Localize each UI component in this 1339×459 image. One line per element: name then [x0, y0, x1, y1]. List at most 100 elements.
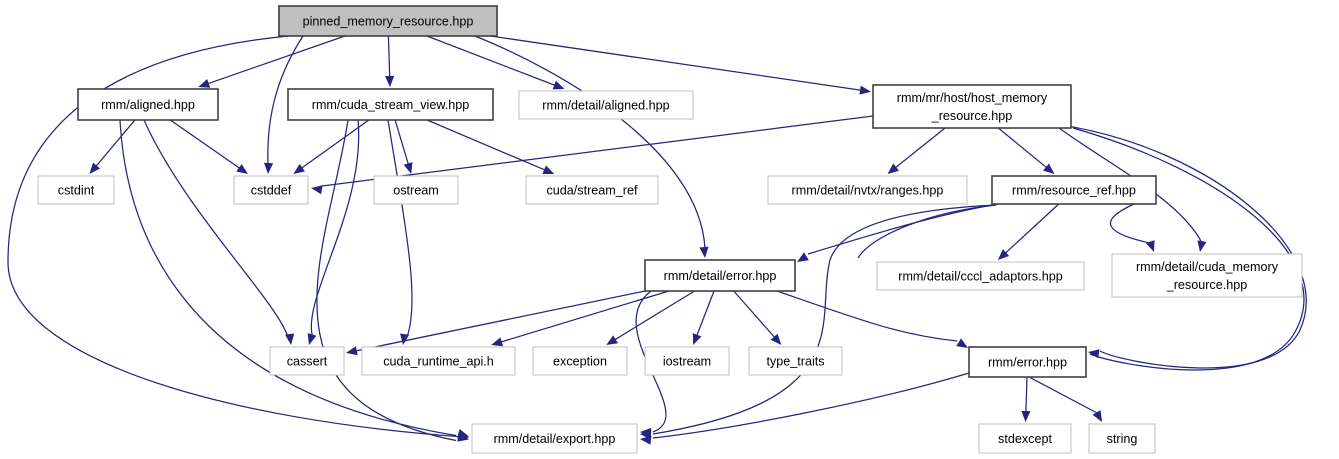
node-box-csv[interactable] [287, 88, 494, 121]
node-derror[interactable]: rmm/detail/error.hpp [644, 259, 796, 292]
edge-hostmr-to-nvtx [894, 127, 946, 169]
node-cudamr[interactable]: rmm/detail/cuda_memory_resource.hpp [1111, 253, 1303, 298]
node-box-exception[interactable] [532, 346, 628, 376]
edge-csv-to-export [316, 119, 457, 442]
node-streamref[interactable]: cuda/stream_ref [525, 175, 659, 205]
node-label-typetraits: type_traits [766, 354, 824, 368]
node-box-typetraits[interactable] [748, 346, 843, 376]
node-ostream[interactable]: ostream [373, 175, 459, 205]
edge-hostmr-to-cstddef [321, 115, 874, 187]
node-label-stdexcept: stdexcept [998, 432, 1052, 446]
arrowhead-pinned-to-aligned [198, 79, 211, 88]
node-box-detailaligned[interactable] [518, 90, 694, 120]
edge-decorative-0 [857, 204, 997, 259]
node-box-cassert[interactable] [269, 346, 345, 376]
arrowhead-hostmr-to-nvtx [887, 163, 899, 174]
node-iostream[interactable]: iostream [644, 346, 730, 376]
node-label-pinned: pinned_memory_resource.hpp [303, 14, 474, 28]
arrowhead-csv-to-cstddef [293, 163, 305, 174]
arrowhead-resref-to-derror [797, 252, 809, 262]
arrowhead-derror-to-rmmerror [956, 338, 968, 348]
node-box-string[interactable] [1088, 423, 1156, 454]
node-label-rmmerror: rmm/error.hpp [988, 355, 1067, 369]
node-pinned[interactable]: pinned_memory_resource.hpp [278, 5, 498, 37]
node-box-nvtx[interactable] [767, 175, 968, 205]
node-box-stdexcept[interactable] [978, 423, 1072, 454]
node-label-resref: rmm/resource_ref.hpp [1012, 183, 1136, 197]
edge-pinned-to-detailaligned [426, 35, 557, 87]
arrowhead-resref-to-cudamr [1145, 240, 1155, 252]
arrowhead-derror-to-exception [606, 335, 618, 345]
node-label-cccl: rmm/detail/cccl_adaptors.hpp [898, 269, 1063, 283]
arrowhead-hostmr-to-resref [1043, 163, 1055, 174]
node-exception[interactable]: exception [532, 346, 628, 376]
node-label-cstdint: cstdint [58, 183, 95, 197]
edge-derror-to-rmmerror [776, 290, 958, 342]
edge-csv-to-ostream [394, 119, 410, 166]
edge-csv-to-cassert [310, 119, 360, 339]
node-label-derror: rmm/detail/error.hpp [664, 269, 777, 283]
node-detailaligned[interactable]: rmm/detail/aligned.hpp [518, 90, 694, 120]
arrowhead-derror-to-export [640, 427, 652, 438]
node-resref[interactable]: rmm/resource_ref.hpp [991, 175, 1157, 205]
edge-rmmerror-to-string [1028, 376, 1100, 415]
node-box-streamref[interactable] [525, 175, 659, 205]
arrowhead-rmmerror-to-stdexcept [1021, 410, 1031, 422]
arrowhead-derror-to-cudart [491, 337, 504, 347]
node-label-iostream: iostream [663, 354, 711, 368]
node-box-cudamr[interactable] [1111, 253, 1303, 298]
arrowhead-csv-to-cassert [307, 333, 317, 345]
edge-pinned-to-aligned [206, 35, 346, 85]
node-label-nvtx: rmm/detail/nvtx/ranges.hpp [792, 183, 944, 197]
node-rmmerror[interactable]: rmm/error.hpp [968, 346, 1087, 378]
node-box-pinned[interactable] [278, 5, 498, 37]
edge-pinned-to-export [7, 35, 459, 438]
edge-aligned-to-cassert [143, 119, 289, 338]
arrowhead-rmmerror-to-export [640, 435, 652, 445]
node-aligned[interactable]: rmm/aligned.hpp [77, 88, 219, 121]
edge-csv-to-cudart [387, 119, 413, 338]
edge-pinned-to-csv [387, 35, 391, 79]
node-box-rmmerror[interactable] [968, 346, 1087, 378]
node-csv[interactable]: rmm/cuda_stream_view.hpp [287, 88, 494, 121]
edge-aligned-to-export [119, 119, 457, 437]
node-box-cudart[interactable] [361, 346, 516, 376]
node-stdexcept[interactable]: stdexcept [978, 423, 1072, 454]
node-hostmr[interactable]: rmm/mr/host/host_memory_resource.hpp [872, 84, 1072, 129]
arrowhead-resref-to-cccl [997, 249, 1010, 260]
node-cassert[interactable]: cassert [269, 346, 345, 376]
node-box-cstdint[interactable] [37, 175, 115, 205]
edge-derror-to-typetraits [733, 290, 776, 339]
node-label-ostream: ostream [393, 183, 439, 197]
node-box-cstddef[interactable] [233, 175, 309, 205]
node-label-csv: rmm/cuda_stream_view.hpp [312, 98, 470, 112]
node-label-cstddef: cstddef [251, 183, 292, 197]
node-cstdint[interactable]: cstdint [37, 175, 115, 205]
node-typetraits[interactable]: type_traits [748, 346, 843, 376]
node-box-resref[interactable] [991, 175, 1157, 205]
node-export[interactable]: rmm/detail/export.hpp [471, 423, 638, 454]
node-cccl[interactable]: rmm/detail/cccl_adaptors.hpp [876, 261, 1085, 291]
node-box-iostream[interactable] [644, 346, 730, 376]
edge-decorative-1 [1072, 127, 1305, 371]
node-string[interactable]: string [1088, 423, 1156, 454]
arrowhead-pinned-to-derror [699, 246, 709, 258]
edge-rmmerror-to-export [652, 372, 970, 439]
node-box-export[interactable] [471, 423, 638, 454]
node-box-ostream[interactable] [373, 175, 459, 205]
node-label-cudart: cuda_runtime_api.h [383, 354, 494, 368]
edge-hostmr-to-resref [997, 127, 1048, 169]
node-nvtx[interactable]: rmm/detail/nvtx/ranges.hpp [767, 175, 968, 205]
node-box-cccl[interactable] [876, 261, 1085, 291]
node-cstddef[interactable]: cstddef [233, 175, 309, 205]
arrowhead-csv-to-ostream [403, 162, 413, 174]
node-box-derror[interactable] [644, 259, 796, 292]
node-box-hostmr[interactable] [872, 84, 1072, 129]
node-cudart[interactable]: cuda_runtime_api.h [361, 346, 516, 376]
node-label-export: rmm/detail/export.hpp [494, 432, 616, 446]
node-layer: pinned_memory_resource.hpp rmm/aligned.hp… [37, 5, 1303, 454]
arrowhead-derror-to-cassert [346, 346, 358, 356]
node-box-aligned[interactable] [77, 88, 219, 121]
edge-pinned-to-cstddef [267, 35, 304, 166]
